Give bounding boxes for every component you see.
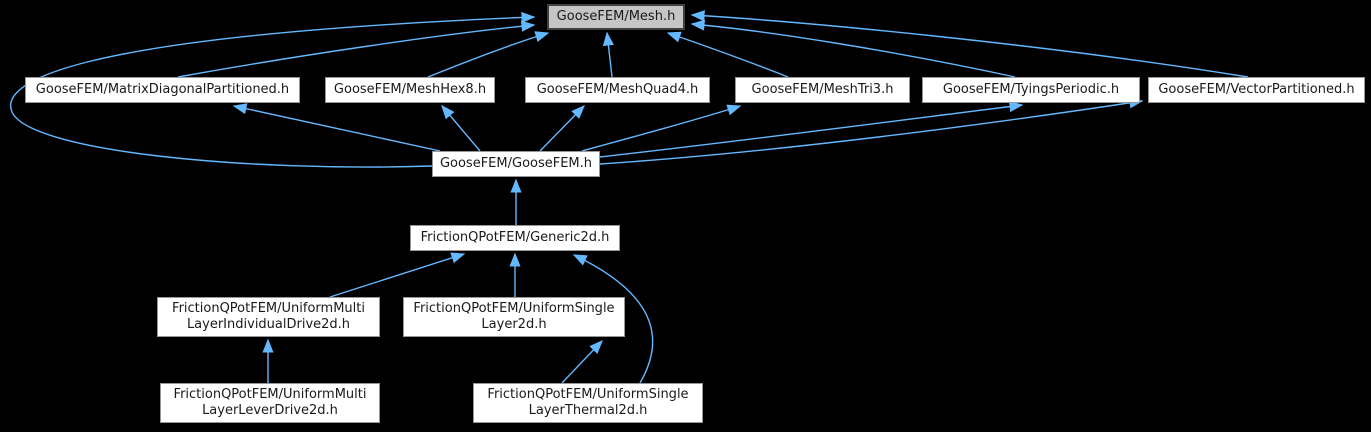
edge-tyingsperiodic-to-mesh bbox=[690, 19, 1016, 78]
node-vectorpartitioned-h[interactable]: GooseFEM/VectorPartitioned.h bbox=[1148, 77, 1365, 103]
node-label: FrictionQPotFEM/UniformSingle bbox=[413, 301, 615, 316]
node-meshtri3-h[interactable]: GooseFEM/MeshTri3.h bbox=[735, 77, 910, 103]
edge-singlelayer-thermal-to-generic2d bbox=[572, 254, 654, 384]
node-matrixdiagonalpartitioned-h[interactable]: GooseFEM/MatrixDiagonalPartitioned.h bbox=[25, 77, 300, 103]
edge-meshtri3-to-mesh bbox=[666, 31, 789, 78]
edge-goosefem-to-matrixdiagpart bbox=[232, 103, 441, 152]
edge-goosefem-to-mesh bbox=[9, 11, 536, 168]
node-label-line2: LayerIndividualDrive2d.h bbox=[186, 317, 351, 332]
node-goosefem-h[interactable]: GooseFEM/GooseFEM.h bbox=[432, 151, 600, 177]
edge-goosefem-to-meshquad4 bbox=[539, 104, 585, 152]
node-label: GooseFEM/TyingsPeriodic.h bbox=[942, 82, 1120, 97]
node-label: GooseFEM/MeshHex8.h bbox=[333, 82, 487, 97]
node-uniformmultilayerindividualdrive2d-h[interactable]: FrictionQPotFEM/UniformMulti LayerIndivi… bbox=[157, 297, 380, 337]
edge-multilayer-individual-to-generic2d bbox=[329, 252, 466, 298]
node-label-line2: LayerLeverDrive2d.h bbox=[202, 403, 338, 418]
node-label: GooseFEM/MeshQuad4.h bbox=[536, 82, 699, 97]
edge-vectorpartitioned-to-mesh bbox=[690, 10, 1249, 78]
node-label: GooseFEM/Mesh.h bbox=[556, 9, 676, 24]
node-label: GooseFEM/VectorPartitioned.h bbox=[1158, 82, 1355, 97]
edge-goosefem-to-meshtri3 bbox=[581, 104, 742, 152]
node-uniformmultilayerleverdrive2d-h[interactable]: FrictionQPotFEM/UniformMulti LayerLeverD… bbox=[160, 383, 380, 423]
node-label: GooseFEM/GooseFEM.h bbox=[439, 156, 593, 171]
node-label: FrictionQPotFEM/UniformMulti bbox=[172, 301, 365, 316]
node-label: GooseFEM/MeshTri3.h bbox=[751, 82, 894, 97]
node-tyingsperiodic-h[interactable]: GooseFEM/TyingsPeriodic.h bbox=[922, 77, 1140, 103]
node-label-line2: Layer2d.h bbox=[481, 317, 547, 332]
node-label: GooseFEM/MatrixDiagonalPartitioned.h bbox=[35, 82, 290, 97]
edge-singlelayer-thermal-to-singlelayer2d bbox=[561, 339, 603, 384]
node-generic2d-h[interactable]: FrictionQPotFEM/Generic2d.h bbox=[410, 225, 620, 251]
node-meshquad4-h[interactable]: GooseFEM/MeshQuad4.h bbox=[525, 77, 710, 103]
node-label: FrictionQPotFEM/UniformSingle bbox=[487, 387, 689, 402]
node-mesh-h[interactable]: GooseFEM/Mesh.h bbox=[547, 4, 685, 30]
node-uniformsinglelayerthermal2d-h[interactable]: FrictionQPotFEM/UniformSingle LayerTherm… bbox=[473, 383, 703, 423]
edge-goosefem-to-meshhex8 bbox=[441, 104, 481, 152]
node-label: FrictionQPotFEM/Generic2d.h bbox=[420, 230, 610, 245]
edge-matrixdiagpart-to-mesh bbox=[177, 20, 536, 78]
edge-meshhex8-to-mesh bbox=[427, 31, 550, 78]
node-meshhex8-h[interactable]: GooseFEM/MeshHex8.h bbox=[325, 77, 495, 103]
edge-meshquad4-to-mesh bbox=[602, 31, 614, 78]
node-uniformsinglelayer2d-h[interactable]: FrictionQPotFEM/UniformSingle Layer2d.h bbox=[403, 297, 625, 337]
node-label-line2: LayerThermal2d.h bbox=[528, 403, 648, 418]
edge-goosefem-to-vectorpartitioned bbox=[599, 97, 1144, 165]
node-label: FrictionQPotFEM/UniformMulti bbox=[173, 387, 367, 402]
edge-goosefem-to-tyingsperiodic bbox=[599, 101, 1024, 158]
